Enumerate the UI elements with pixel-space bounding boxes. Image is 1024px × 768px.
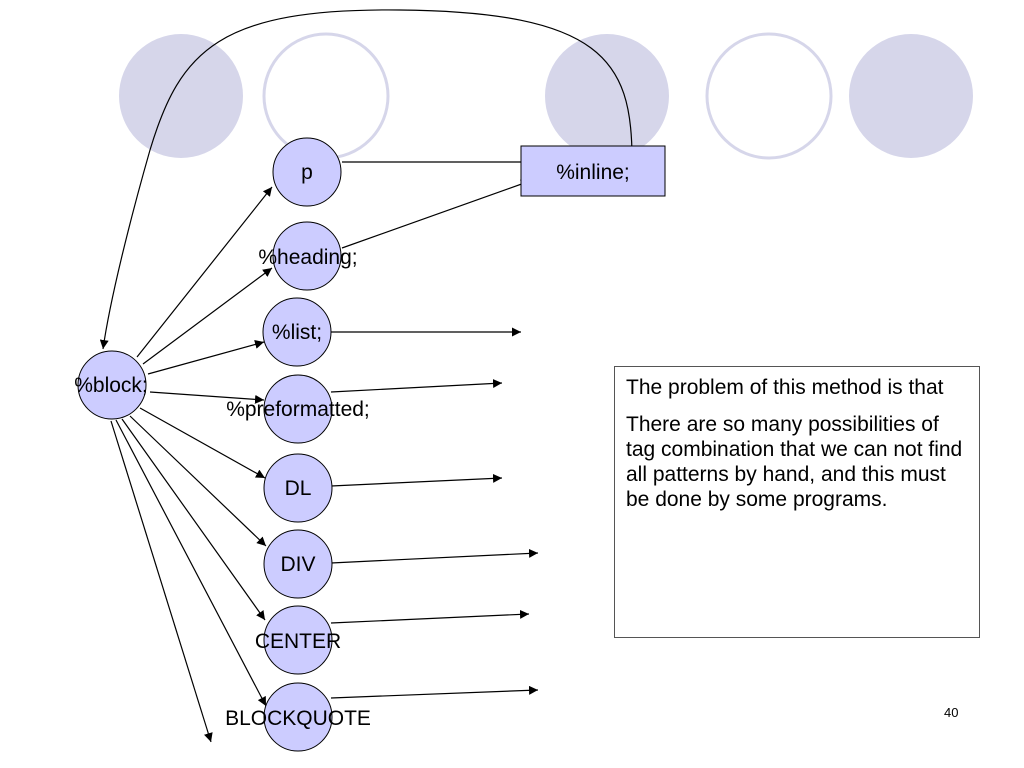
node-p-circle [272,137,342,207]
node-div-label: DIV [280,553,315,576]
node-p-label: p [301,161,313,184]
edge-block-to-center [121,418,266,621]
node-inline-box [520,145,666,197]
node-preformatted-circle [263,374,333,444]
edge-blockquote-out [330,685,539,699]
edge-block-to-blockquote [115,419,267,707]
node-dl-circle [263,453,333,523]
deco-circle-4 [705,32,833,160]
edge-heading-to-inline [341,179,531,249]
node-dl-label: DL [285,477,312,500]
deco-circle-1 [119,34,243,158]
node-center-label: CENTER [255,630,341,653]
deco-circle-5 [849,34,973,158]
edge-div-out [330,548,539,564]
edge-block-to-list [147,340,265,375]
node-heading-circle [272,221,342,291]
node-list-circle [262,297,332,367]
node-inline-label: %inline; [556,161,630,184]
node-list-label: %list; [272,321,322,344]
node-block-label: %block; [74,374,148,397]
deco-circle-3 [545,34,669,158]
edge-block-to-preformatted [149,391,265,404]
edge-block-to-dl [139,407,266,479]
deco-circle-2 [262,32,390,160]
decorative-circles [119,32,973,160]
node-heading-label: %heading; [258,246,357,269]
explanation-note: The problem of this method is that There… [614,366,980,638]
edge-center-out [330,609,530,624]
page-number: 40 [944,705,959,720]
edge-block-to-heading [142,267,273,365]
edge-block-down [110,420,213,743]
node-labels: %block; p %heading; %list; %preformatted… [74,161,630,730]
edge-block-to-p [136,186,273,358]
node-shapes [77,137,666,752]
edge-block-to-div [129,415,267,547]
note-paragraph-1: The problem of this method is that [626,376,944,399]
node-blockquote-circle [263,682,333,752]
edge-preformatted-out [330,378,503,393]
edge-inline-to-block [99,9,633,350]
edges [99,9,633,743]
note-paragraph-2: There are so many possibilities of tag c… [626,413,963,511]
node-blockquote-label: BLOCKQUOTE [225,707,371,730]
edge-dl-out [330,473,503,487]
node-block-circle [77,350,147,420]
node-div-circle [263,529,333,599]
node-preformatted-label: %preformatted; [226,398,370,421]
node-center-circle [263,605,333,675]
